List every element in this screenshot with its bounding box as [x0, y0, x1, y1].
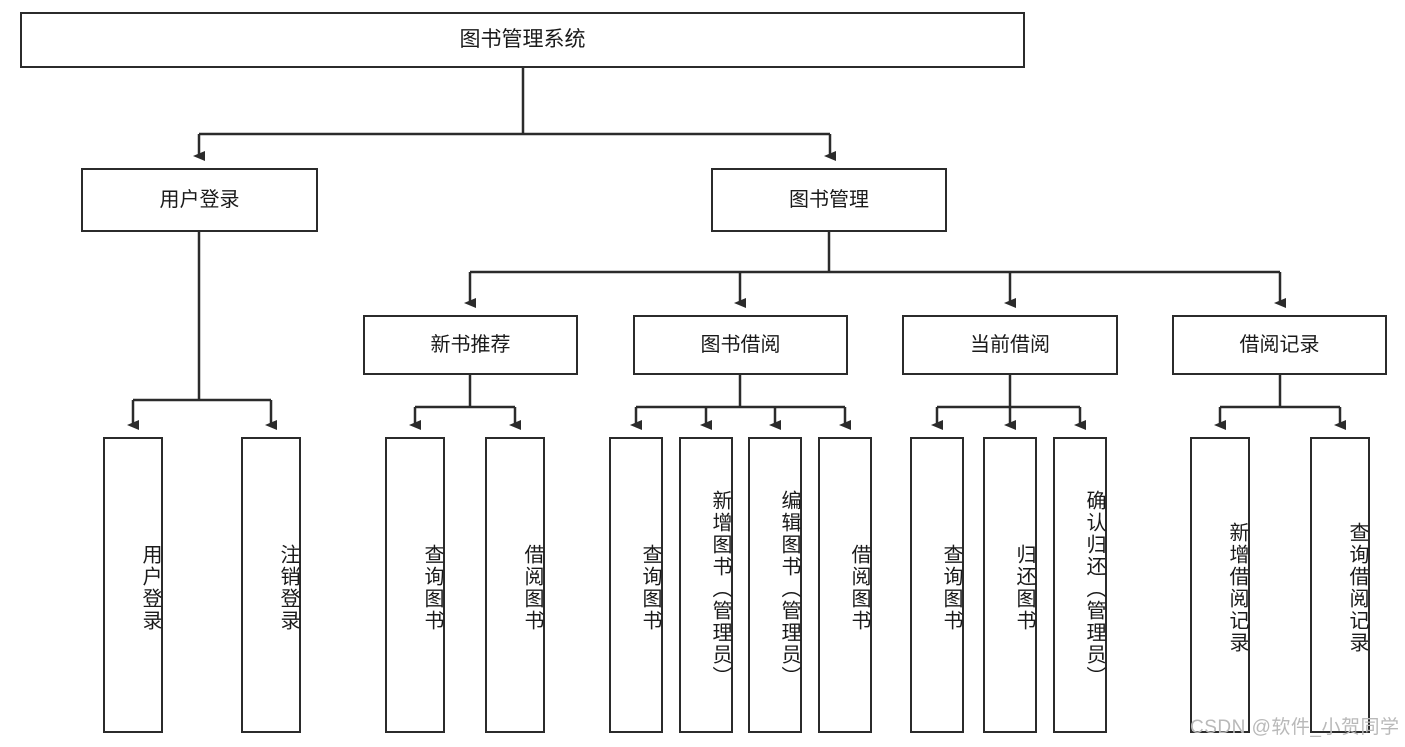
- node-label: 图书借阅: [700, 333, 781, 356]
- leaf-query-book-recommend[interactable]: 查询图书: [385, 437, 445, 733]
- node-new-book-recommend[interactable]: 新书推荐: [363, 315, 578, 375]
- leaf-query-book-current[interactable]: 查询图书: [910, 437, 964, 733]
- node-book-management[interactable]: 图书管理: [711, 168, 947, 232]
- leaf-confirm-return-admin[interactable]: 确认归还（管理员）: [1053, 437, 1107, 733]
- node-label: 借阅图书: [521, 544, 543, 632]
- leaf-query-book-borrow[interactable]: 查询图书: [609, 437, 663, 733]
- leaf-add-borrow-record[interactable]: 新增借阅记录: [1190, 437, 1250, 733]
- node-label: 查询图书: [940, 544, 962, 632]
- node-label: 查询借阅记录: [1346, 522, 1368, 654]
- node-label: 确认归还（管理员）: [1083, 490, 1105, 688]
- node-label: 归还图书: [1013, 544, 1035, 632]
- node-label: 当前借阅: [970, 333, 1050, 356]
- node-label: 注销登录: [277, 544, 299, 632]
- leaf-edit-book-admin[interactable]: 编辑图书（管理员）: [748, 437, 802, 733]
- leaf-query-borrow-record[interactable]: 查询借阅记录: [1310, 437, 1370, 733]
- csdn-watermark: CSDN @软件_小贺同学: [1190, 717, 1400, 738]
- node-label: 查询图书: [639, 544, 661, 632]
- node-label: 用户登录: [159, 188, 240, 211]
- node-label: 编辑图书（管理员）: [778, 490, 800, 688]
- leaf-borrow-book[interactable]: 借阅图书: [818, 437, 872, 733]
- leaf-return-book[interactable]: 归还图书: [983, 437, 1037, 733]
- leaf-add-book-admin[interactable]: 新增图书（管理员）: [679, 437, 733, 733]
- node-label: 图书管理: [789, 188, 869, 211]
- node-label: 查询图书: [421, 544, 443, 632]
- node-label: 用户登录: [139, 544, 161, 632]
- node-label: 新增图书（管理员）: [709, 490, 731, 688]
- node-root-system[interactable]: 图书管理系统: [20, 12, 1025, 68]
- leaf-borrow-book-recommend[interactable]: 借阅图书: [485, 437, 545, 733]
- node-borrow-record[interactable]: 借阅记录: [1172, 315, 1387, 375]
- node-label: 新增借阅记录: [1226, 522, 1248, 654]
- leaf-logout[interactable]: 注销登录: [241, 437, 301, 733]
- node-book-borrow[interactable]: 图书借阅: [633, 315, 848, 375]
- leaf-user-login[interactable]: 用户登录: [103, 437, 163, 733]
- node-current-borrow[interactable]: 当前借阅: [902, 315, 1118, 375]
- node-user-login[interactable]: 用户登录: [81, 168, 318, 232]
- node-label: 新书推荐: [430, 333, 511, 356]
- node-label: 借阅记录: [1239, 333, 1320, 356]
- node-label: 借阅图书: [848, 544, 870, 632]
- node-label: 图书管理系统: [459, 28, 586, 52]
